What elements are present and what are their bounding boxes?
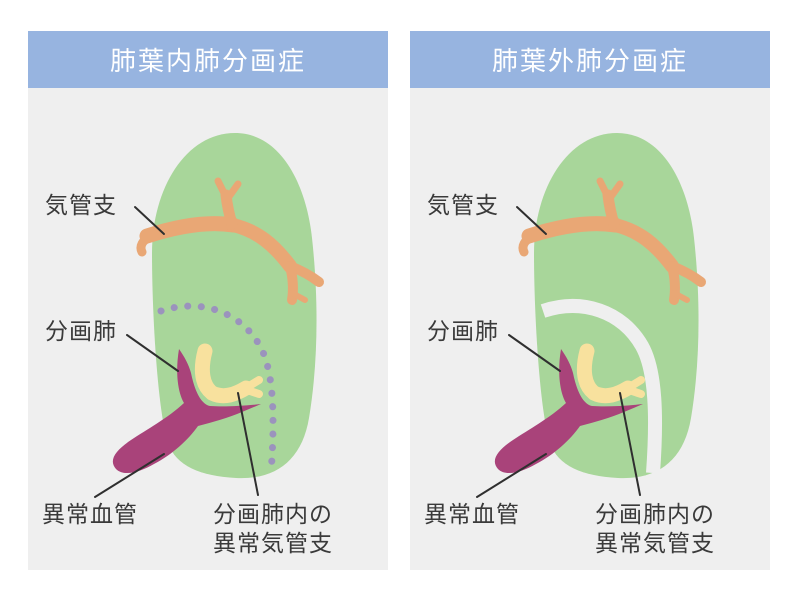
- abnormal-vessel-label: 異常血管: [424, 502, 520, 528]
- intralobar-title: 肺葉内肺分画症: [109, 47, 306, 77]
- extralobar-title: 肺葉外肺分画症: [491, 47, 688, 77]
- bronchus-label: 気管支: [427, 193, 499, 219]
- panel-extralobar: 肺葉外肺分画症 気管支 分画肺 異常血管 分画肺内の 異常気管支: [410, 31, 770, 570]
- sequestered-lung-label: 分画肺: [45, 319, 117, 345]
- sequestered-lung-label: 分画肺: [427, 319, 499, 345]
- abnormal-vessel-label: 異常血管: [42, 502, 138, 528]
- panel-intralobar: 肺葉内肺分画症 気管支 分画肺 異常血管 分画肺内の 異常気管支: [28, 31, 388, 570]
- abnormal-bronchus-label: 分画肺内の 異常気管支: [213, 502, 333, 557]
- extralobar-illustration: 気管支 分画肺 異常血管 分画肺内の 異常気管支: [410, 88, 770, 570]
- bronchus-label: 気管支: [45, 193, 117, 219]
- abnormal-bronchus-label: 分画肺内の 異常気管支: [595, 502, 715, 557]
- intralobar-illustration: 気管支 分画肺 異常血管 分画肺内の 異常気管支: [28, 88, 388, 570]
- extralobar-header: 肺葉外肺分画症: [410, 31, 770, 88]
- intralobar-header: 肺葉内肺分画症: [28, 31, 388, 88]
